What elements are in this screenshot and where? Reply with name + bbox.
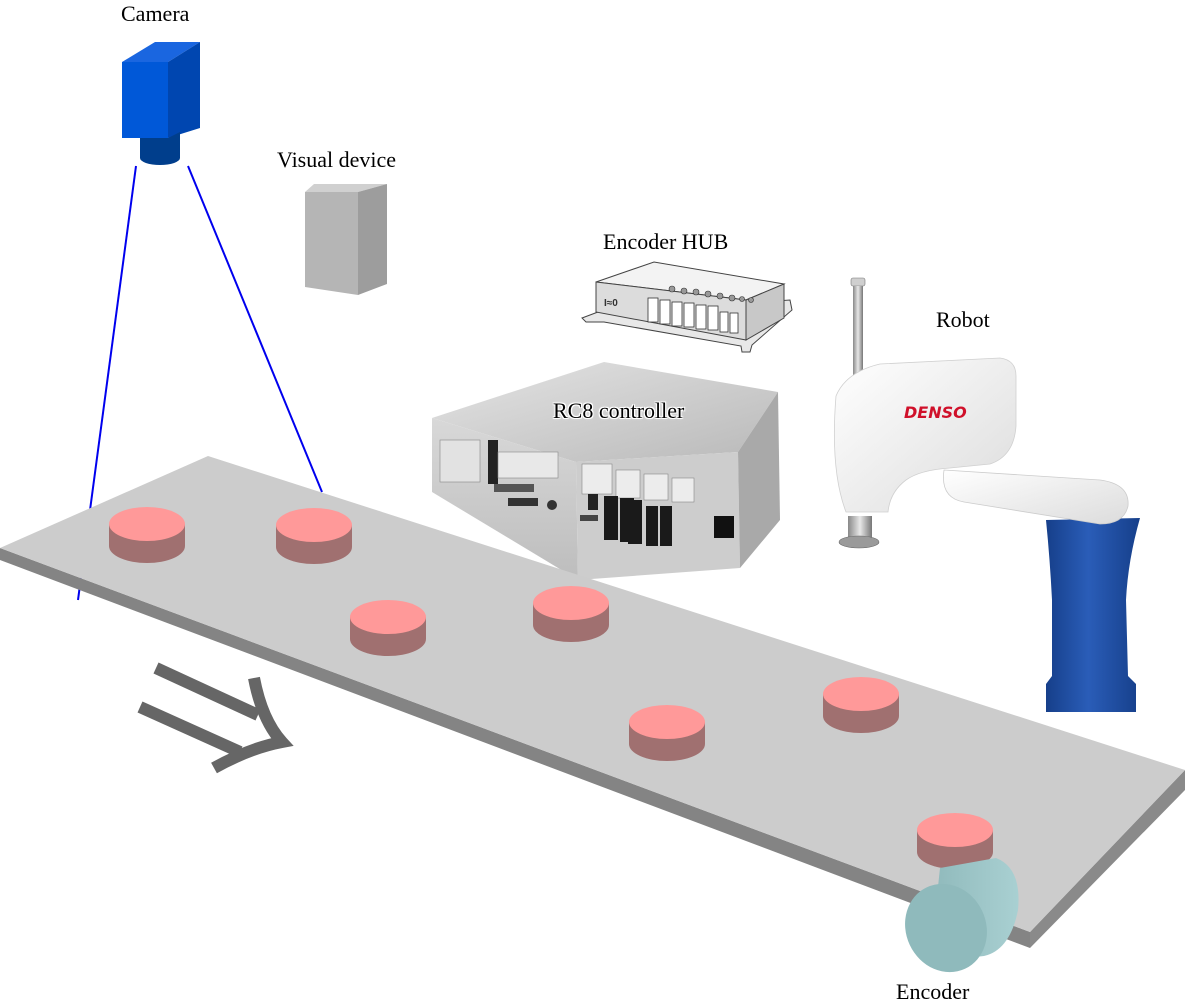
robot-tool-flange bbox=[848, 516, 872, 538]
robot-tool-plate bbox=[838, 535, 880, 549]
workpiece-top bbox=[276, 508, 352, 542]
camera-lens bbox=[140, 132, 180, 165]
encoder-label: Encoder bbox=[896, 979, 970, 1004]
workpiece bbox=[350, 600, 426, 656]
robot: DENSO bbox=[833, 277, 1140, 712]
conveyor-belt-surface bbox=[0, 456, 1185, 932]
workpiece bbox=[533, 586, 609, 642]
robot-brand-logo: DENSO bbox=[904, 403, 967, 422]
robot-shaft-cap bbox=[850, 277, 866, 287]
camera-label: Camera bbox=[121, 1, 190, 26]
workpiece-top bbox=[533, 586, 609, 620]
encoder bbox=[905, 858, 1019, 973]
encoder-hub-ports bbox=[647, 297, 739, 334]
visual-device bbox=[305, 184, 387, 295]
workpiece bbox=[823, 677, 899, 733]
rc8-controller bbox=[432, 362, 780, 580]
encoder-hub-label: Encoder HUB bbox=[603, 229, 729, 254]
conveyor bbox=[0, 456, 1185, 948]
controller-side bbox=[738, 392, 780, 568]
rc8-controller-label: RC8 controller bbox=[553, 398, 685, 423]
encoder-hub: I≈0 bbox=[581, 261, 793, 353]
encoder-face bbox=[905, 883, 987, 973]
camera-fov-line-right bbox=[187, 165, 323, 493]
workpiece bbox=[109, 507, 185, 563]
robot-ball-screw bbox=[853, 286, 863, 390]
robot-base-column bbox=[1046, 518, 1140, 712]
flow-direction-arrow bbox=[137, 662, 294, 774]
workpieces bbox=[109, 507, 993, 869]
visual-device-side bbox=[358, 184, 387, 295]
encoder-hub-marking: I≈0 bbox=[604, 298, 618, 309]
robot-arm-2 bbox=[943, 469, 1129, 525]
arrow-line-upper bbox=[153, 662, 261, 721]
controller-top bbox=[432, 362, 778, 462]
workpiece-top bbox=[109, 507, 185, 541]
workpiece-top bbox=[629, 705, 705, 739]
conveyor-side-front bbox=[0, 548, 1030, 948]
workpiece bbox=[276, 508, 352, 564]
workpiece-top bbox=[823, 677, 899, 711]
camera-top bbox=[122, 42, 200, 62]
conveyor-side-end bbox=[1030, 770, 1185, 948]
camera-front bbox=[122, 62, 168, 138]
workpiece-top bbox=[917, 813, 993, 847]
arrow-head bbox=[211, 676, 294, 774]
controller-panels bbox=[439, 439, 734, 546]
visual-device-label: Visual device bbox=[277, 147, 397, 172]
workpiece-top bbox=[350, 600, 426, 634]
robot-label: Robot bbox=[936, 307, 990, 332]
robot-body bbox=[833, 357, 1017, 513]
visual-device-top bbox=[305, 184, 387, 192]
workpiece bbox=[629, 705, 705, 761]
arrow-line-lower bbox=[137, 701, 243, 758]
visual-device-front bbox=[305, 192, 358, 295]
camera-side bbox=[168, 42, 200, 138]
encoder-hub-side bbox=[745, 283, 785, 341]
camera bbox=[122, 42, 200, 165]
encoder-hub-connectors bbox=[668, 285, 754, 303]
workpiece bbox=[917, 813, 993, 869]
